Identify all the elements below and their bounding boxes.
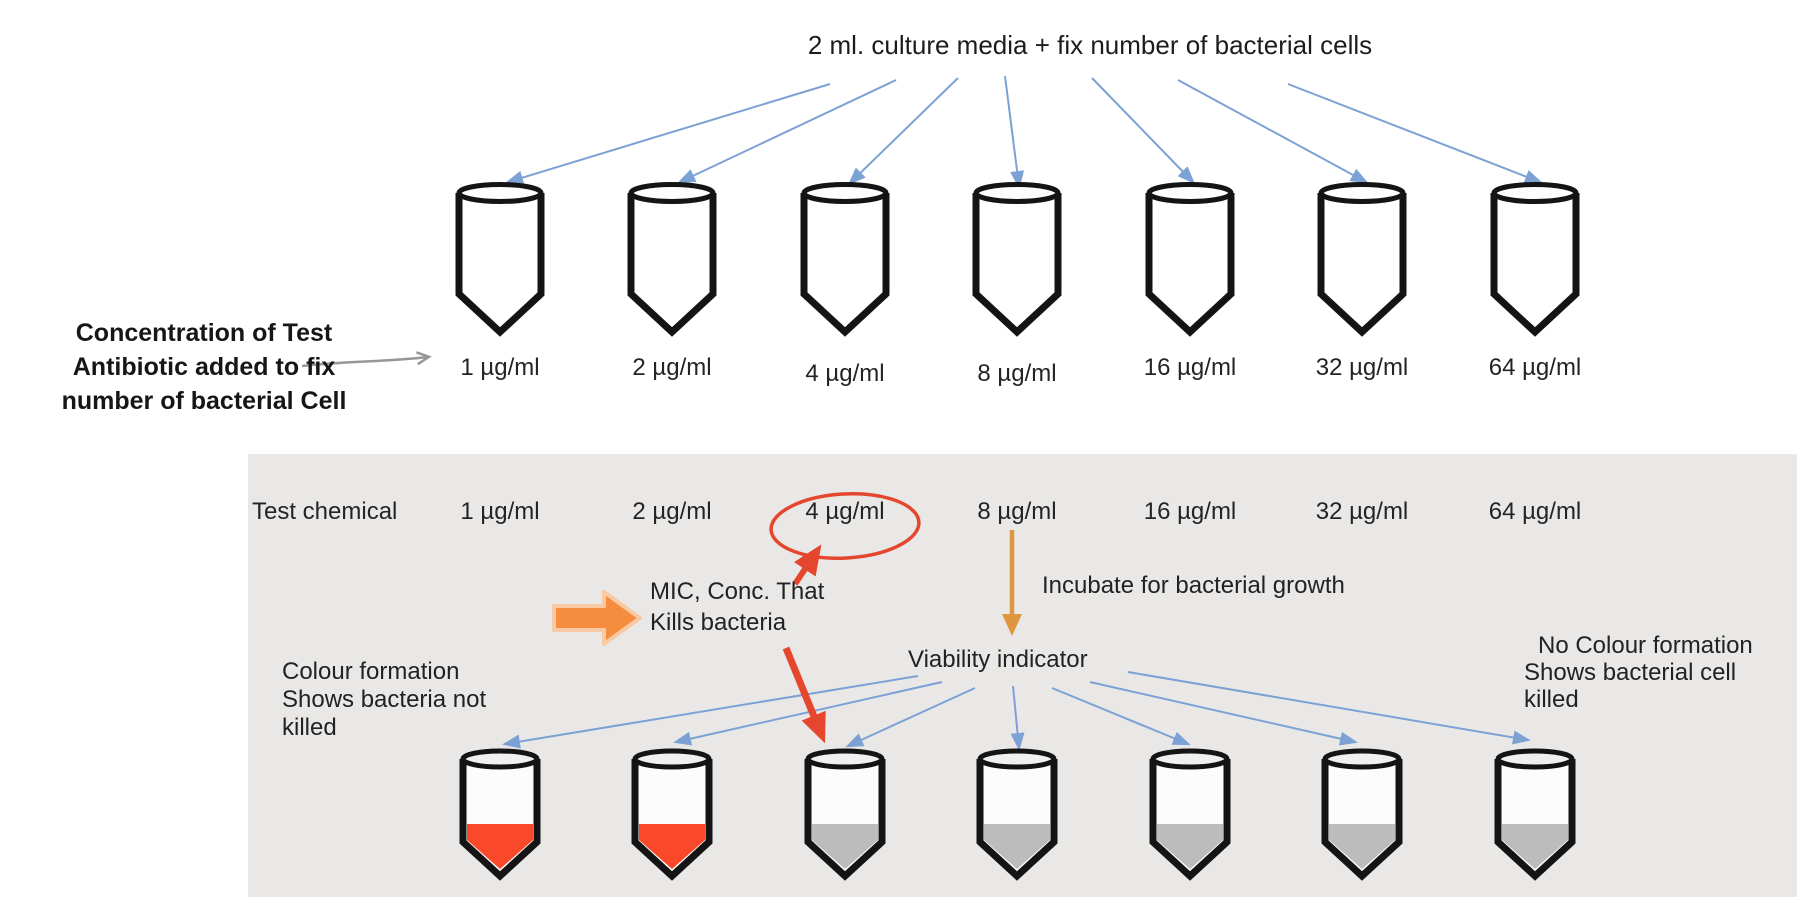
colour-note-line-3: killed [282,714,337,741]
diagram-title: 2 ml. culture media + fix number of bact… [807,30,1373,60]
panel-conc-label-4: 8 µg/ml [977,498,1057,525]
left-note: Concentration of Test Antibiotic added t… [8,316,400,418]
top-conc-label-2: 2 µg/ml [632,354,712,381]
top-conc-label-1: 1 µg/ml [460,354,540,381]
top-conc-label-5: 16 µg/ml [1143,354,1237,381]
no-colour-formation-note: No Colour formation Shows bacterial cell… [1524,632,1753,713]
top-conc-label-3: 4 µg/ml [805,360,885,387]
top-conc-label-6: 32 µg/ml [1315,354,1409,381]
panel-conc-label-7: 64 µg/ml [1488,498,1582,525]
panel-conc-label-6: 32 µg/ml [1315,498,1409,525]
top-conc-label-4: 8 µg/ml [977,360,1057,387]
tube-top-3 [800,182,890,337]
viability-label: Viability indicator [908,646,1088,673]
media-arrow-5 [1091,77,1196,185]
tube-top-6 [1317,182,1407,337]
media-arrow-6 [1177,79,1369,184]
colour-note-line-2: Shows bacteria not [282,686,487,713]
left-note-line-3: number of bacterial Cell [61,387,347,415]
top-fan-arrows [505,75,1543,189]
left-note-line-1: Concentration of Test [75,319,333,347]
colour-note-line-1: Colour formation [282,658,460,685]
mic-note: MIC, Conc. That Kills bacteria [650,576,824,638]
panel-conc-label-2: 2 µg/ml [632,498,712,525]
mic-note-line-2: Kills bacteria [650,609,787,636]
test-chemical-label: Test chemical [252,498,398,525]
media-arrow-4 [1004,75,1025,189]
panel-conc-label-5: 16 µg/ml [1143,498,1237,525]
mic-block-arrow-icon [552,590,642,646]
mic-note-line-1: MIC, Conc. That [650,578,825,605]
colour-formation-note: Colour formation Shows bacteria not kill… [282,658,486,742]
media-arrow-3 [847,77,959,186]
tube-top-5 [1145,182,1235,337]
panel-conc-label-3: 4 µg/ml [805,498,885,525]
media-arrow-7 [1287,83,1543,184]
media-arrow-1 [505,83,831,185]
tube-top-7 [1490,182,1580,337]
tube-top-4 [972,182,1062,337]
media-arrow-2 [677,79,897,184]
incubate-label: Incubate for bacterial growth [1042,572,1345,599]
no-colour-note-line-2: Shows bacterial cell [1524,659,1737,686]
panel-conc-label-1: 1 µg/ml [460,498,540,525]
left-note-line-2: Antibiotic added to fix [72,353,336,381]
tube-top-1 [455,182,545,337]
top-conc-label-7: 64 µg/ml [1488,354,1582,381]
tube-top-2 [627,182,717,337]
no-colour-note-line-3: killed [1524,686,1579,713]
no-colour-note-line-1: No Colour formation [1538,632,1753,659]
